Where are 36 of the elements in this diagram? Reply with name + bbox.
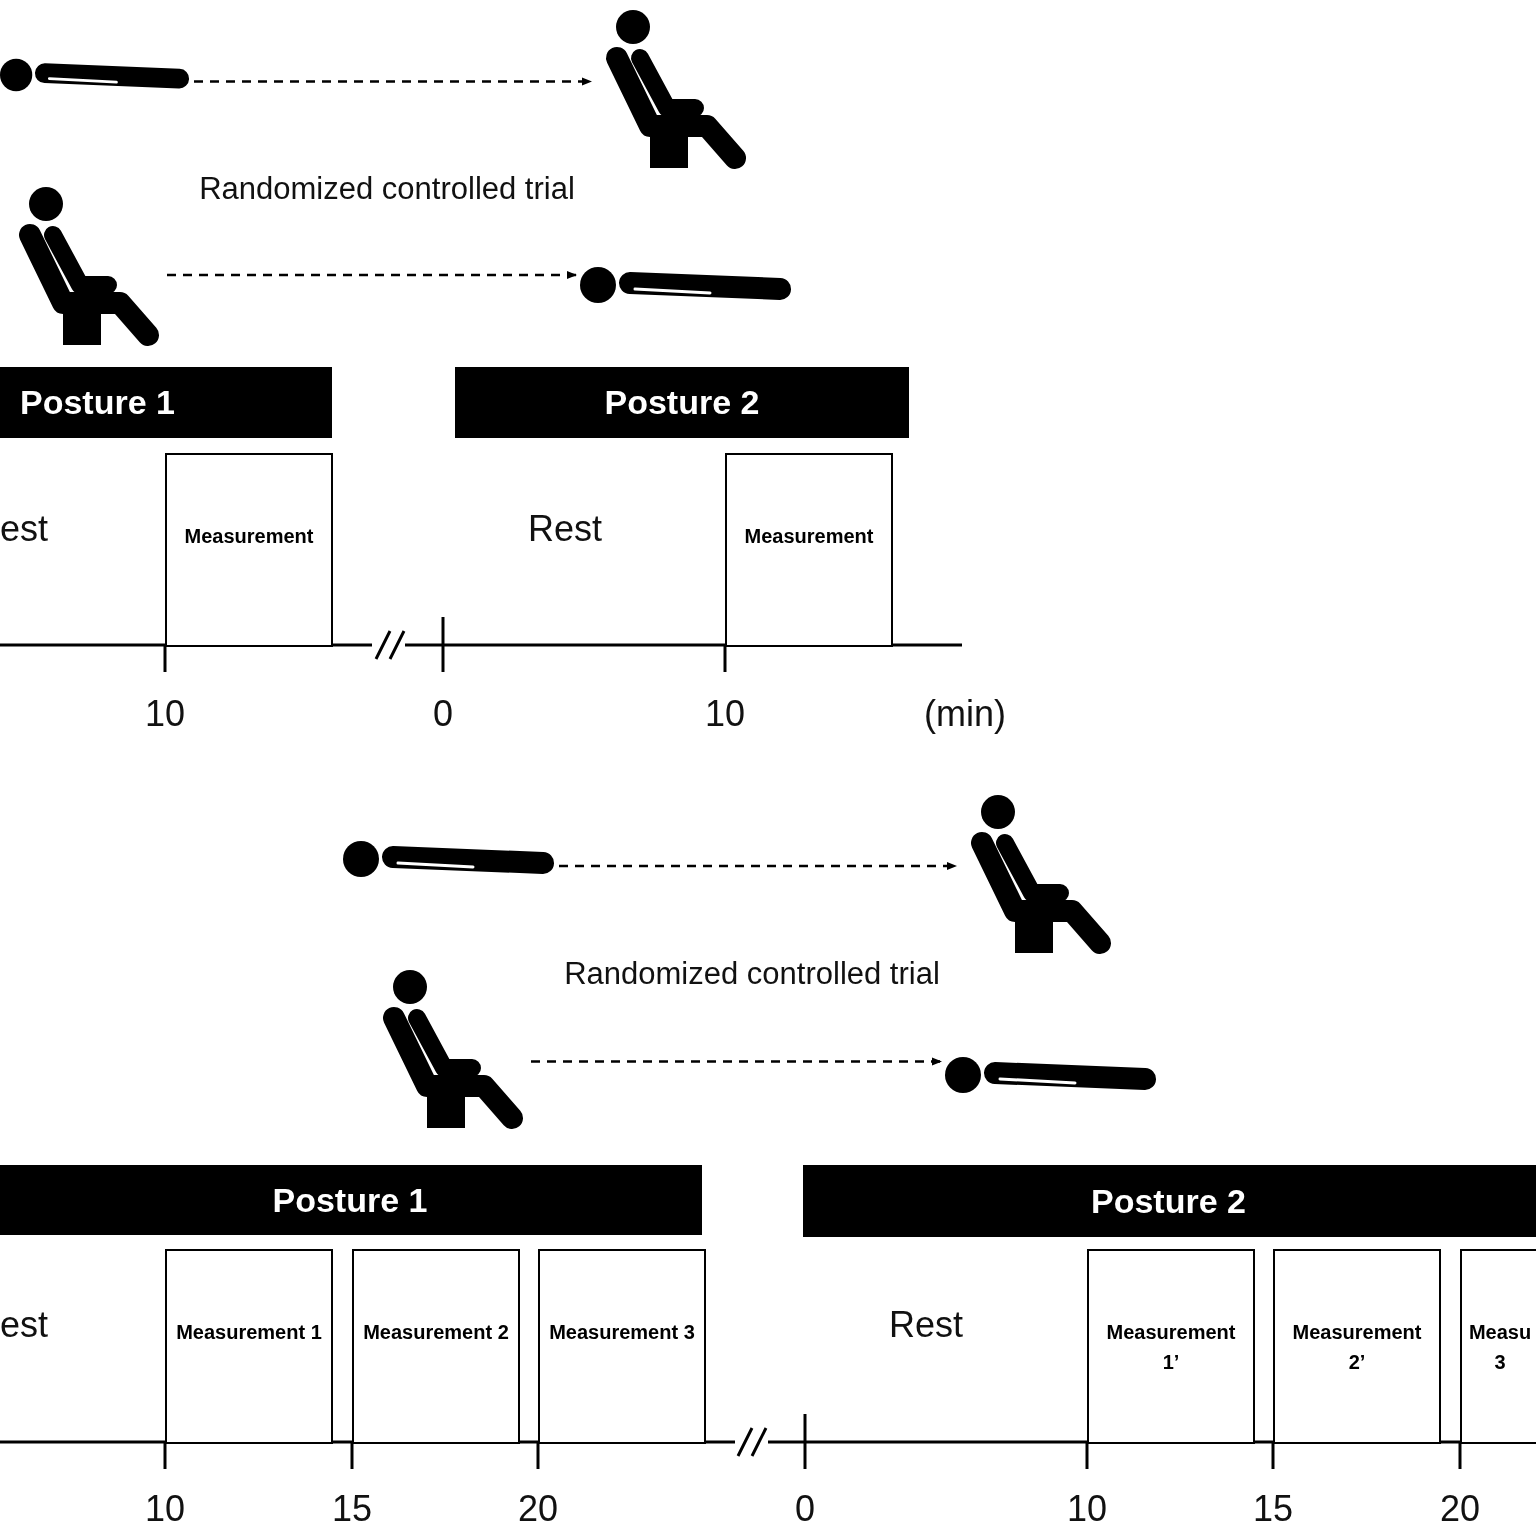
phase-label: est — [0, 1304, 49, 1347]
posture-bar: Posture 1 — [0, 1165, 702, 1235]
posture-bar: Posture 2 — [803, 1165, 1536, 1237]
lying-person-icon — [343, 838, 555, 880]
unit-label: (min) — [924, 693, 1006, 736]
measurement-box: Measurement 3 — [538, 1249, 706, 1444]
measurement-box: Measurement 2 — [352, 1249, 520, 1444]
tick-label: 20 — [518, 1488, 558, 1531]
tick-label: 15 — [1253, 1488, 1293, 1531]
measurement-box: Measurement 1 — [165, 1249, 333, 1444]
measurement-box: Measurement — [725, 453, 893, 647]
lying-person-icon — [945, 1055, 1157, 1095]
measurement-box: Measurement — [165, 453, 333, 647]
trial-heading: Randomized controlled trial — [199, 171, 575, 208]
measurement-box: Measurement 2’ — [1273, 1249, 1441, 1444]
arrow — [531, 1057, 942, 1066]
trial-heading: Randomized controlled trial — [564, 956, 940, 993]
arrow — [559, 862, 957, 870]
tick-label: 0 — [795, 1488, 815, 1531]
tick-label: 10 — [145, 1488, 185, 1531]
phase-label: est — [0, 508, 49, 551]
tick-label: 10 — [1067, 1488, 1107, 1531]
phase-label: Rest — [889, 1304, 963, 1347]
measurement-box: Measurement 1’ — [1087, 1249, 1255, 1444]
measurement-box: Measu 3 — [1460, 1249, 1536, 1444]
tick-label: 20 — [1440, 1488, 1480, 1531]
lying-person-icon — [580, 265, 792, 305]
tick-label: 10 — [705, 693, 745, 736]
arrow — [194, 77, 592, 86]
posture-bar: Posture 2 — [455, 367, 909, 438]
posture-bar: Posture 1 — [0, 367, 332, 438]
arrow — [167, 271, 577, 279]
tick-label: 15 — [332, 1488, 372, 1531]
tick-label: 10 — [145, 693, 185, 736]
tick-label: 0 — [433, 693, 453, 736]
phase-label: Rest — [528, 508, 602, 551]
